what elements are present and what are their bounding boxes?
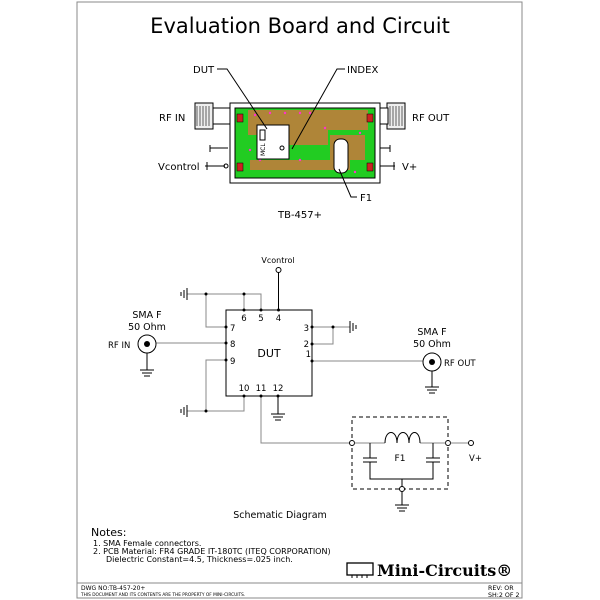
- rf-in-conn-type: SMA F: [132, 310, 161, 321]
- sch-vplus-label: V+: [469, 454, 482, 464]
- logo-text: Mini-Circuits®: [377, 561, 512, 580]
- index-mark: [279, 145, 285, 151]
- capacitor-icon: [363, 443, 440, 487]
- sheet-frame: [76, 1, 523, 599]
- rf-out-connector: [379, 102, 406, 130]
- corner-pads: [236, 113, 374, 172]
- pin-6: 6: [241, 314, 246, 324]
- pin-9: 9: [230, 357, 235, 367]
- schematic-diagram: Vcontrol DUT: [108, 256, 482, 521]
- pin-5: 5: [258, 314, 263, 324]
- rf-in-connector: [194, 102, 231, 130]
- pin-10: 10: [239, 384, 250, 394]
- ground-icon: [271, 396, 285, 421]
- note-1: 1. SMA Female connectors.: [93, 539, 201, 548]
- ground-icon: [140, 353, 154, 377]
- logo-chip-icon: [346, 562, 374, 576]
- pin-12: 12: [273, 384, 284, 394]
- vias: [248, 111, 362, 174]
- chip-marking: MCL: [260, 143, 267, 156]
- rf-out-conn-type: SMA F: [417, 327, 446, 338]
- drawing-number: DWG NO:TB-457-20+: [81, 585, 145, 592]
- pin-4: 4: [276, 314, 281, 324]
- pin-3: 3: [304, 324, 309, 334]
- rf-in-conn-impedance: 50 Ohm: [128, 322, 166, 333]
- pin-11: 11: [256, 384, 267, 394]
- notes: Notes: 1. SMA Female connectors. 2. PCB …: [91, 526, 331, 564]
- note-2-cont: Dielectric Constant=4.5, Thickness=.025 …: [106, 555, 293, 564]
- pin-8: 8: [230, 340, 235, 350]
- f1-filter-symbol: F1: [349, 416, 451, 512]
- vcontrol-label: Vcontrol: [158, 162, 200, 173]
- rf-in-label: RF IN: [159, 113, 185, 124]
- pin-2: 2: [304, 340, 309, 350]
- sch-vcontrol-label: Vcontrol: [261, 256, 294, 265]
- pin-7: 7: [230, 324, 235, 334]
- inductor-icon: [384, 432, 421, 444]
- property-notice: THIS DOCUMENT AND ITS CONTENTS ARE THE P…: [80, 592, 245, 598]
- dut-block-label: DUT: [257, 347, 281, 360]
- mini-circuits-logo: Mini-Circuits®: [346, 561, 512, 580]
- schematic-caption: Schematic Diagram: [233, 510, 327, 521]
- index-leader: [291, 68, 345, 150]
- vplus-label: V+: [402, 162, 417, 173]
- rf-out-conn-impedance: 50 Ohm: [413, 339, 451, 350]
- f1-label: F1: [360, 193, 372, 204]
- f1-symbol-label: F1: [395, 454, 406, 464]
- dut-block: [225, 309, 313, 397]
- evaluation-board-image: MCL DUT INDEX RF IN RF OUT Vcontrol V+ F…: [158, 65, 450, 221]
- dut-leader: [217, 68, 268, 130]
- pin-numbers: 1 2 3 4 5 6 7 8 9 10 11 12: [230, 314, 311, 394]
- ground-icon: [180, 288, 188, 300]
- notes-heading: Notes:: [91, 526, 126, 539]
- rf-out-label: RF OUT: [412, 113, 450, 124]
- index-label: INDEX: [347, 65, 378, 76]
- f1-leader: [338, 168, 357, 198]
- ground-icon: [425, 371, 439, 394]
- dut-label: DUT: [193, 65, 215, 76]
- ground-icon: [180, 405, 188, 417]
- sch-rf-out-label: RF OUT: [444, 359, 476, 369]
- pin-1: 1: [306, 350, 311, 360]
- sch-rf-in-label: RF IN: [108, 341, 130, 351]
- note-2: 2. PCB Material: FR4 GRADE IT-180TC (ITE…: [93, 547, 331, 556]
- sheet-number: SH:2 OF 2: [488, 592, 519, 599]
- ground-icon: [395, 491, 409, 512]
- page-title: Evaluation Board and Circuit: [150, 14, 450, 38]
- vcontrol-pin: [205, 145, 229, 170]
- board-name: TB-457+: [277, 210, 322, 221]
- ground-icon: [349, 321, 357, 333]
- revision: REV: OR: [488, 585, 514, 592]
- f1-filter-component: [333, 138, 349, 174]
